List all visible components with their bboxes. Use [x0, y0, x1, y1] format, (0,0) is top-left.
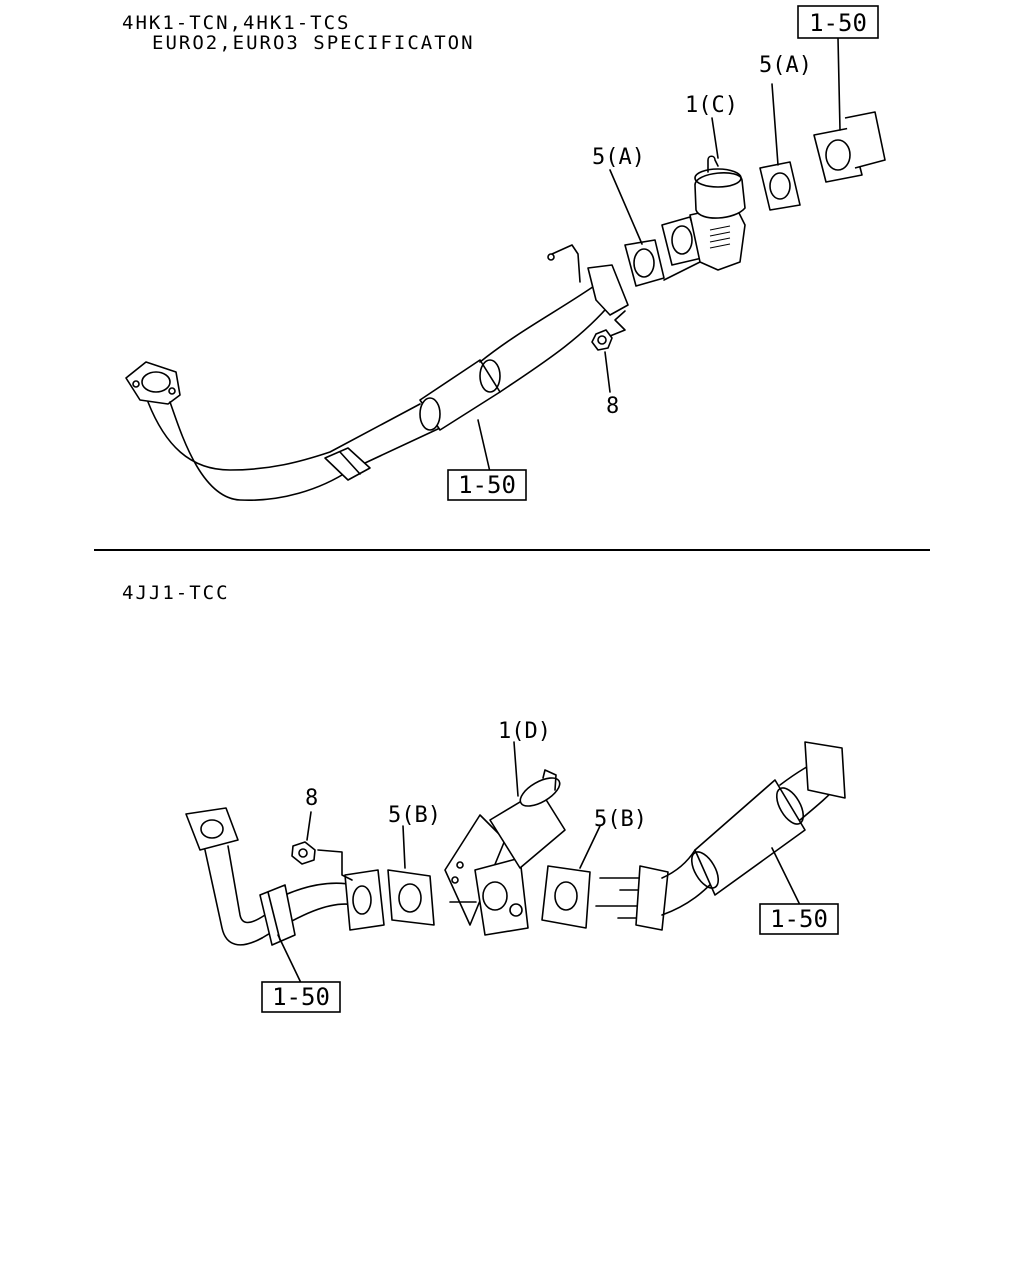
bottom-gasket-left: [387, 869, 435, 926]
pipe-upper-edge: [147, 401, 421, 471]
bottom-ref-right: 1-50: [770, 905, 828, 933]
top-ref-top-right: 1-50: [809, 9, 867, 37]
bottom-ref-box-left: [261, 981, 341, 1013]
pipe-lower-edge: [169, 401, 441, 502]
bottom-gasket-left-label: 5(B): [388, 803, 441, 828]
top-nut: [591, 329, 613, 351]
bottom-ref-left: 1-50: [272, 983, 330, 1011]
bottom-gasket-right: [541, 865, 591, 929]
rear-pipe-inlet-flange: [635, 865, 669, 931]
rear-pipe-outlet-flange: [804, 741, 846, 799]
bottom-nut-label: 8: [305, 786, 318, 811]
top-ref-box-top-right: [797, 5, 879, 39]
pipe-outlet-lower: [499, 301, 613, 393]
top-gasket-left-label: 5(A): [592, 145, 645, 170]
top-valve-label: 1(C): [685, 93, 738, 118]
top-header-line1: 4HK1-TCN,4HK1-TCS: [122, 12, 350, 34]
top-section: 4HK1-TCN,4HK1-TCS EURO2,EURO3 SPECIFICAT…: [122, 5, 886, 502]
bottom-front-pipe: [185, 807, 385, 946]
pipe-bracket: [551, 244, 581, 283]
valve-actuator: [694, 172, 746, 219]
bottom-valve-label: 1(D): [498, 719, 551, 744]
bottom-header: 4JJ1-TCC: [122, 582, 230, 604]
valve-air-fitting: [707, 155, 719, 173]
bottom-gasket-right-label: 5(B): [594, 807, 647, 832]
bottom-inlet-flange: [185, 807, 239, 851]
top-gasket-right: [759, 161, 801, 211]
pipe-clamp: [324, 447, 371, 481]
bottom-rear-pipe: [635, 741, 846, 931]
top-ref-pipe: 1-50: [458, 471, 516, 499]
top-gasket-right-label: 5(A): [759, 53, 812, 78]
bottom-ref-box-right: [759, 903, 839, 935]
valve-air-fitting: [542, 769, 557, 791]
bottom-section: 4JJ1-TCC 1-50 8 5(B): [122, 582, 846, 1013]
top-header-line2: EURO2,EURO3 SPECIFICATON: [152, 32, 475, 54]
pipe-outlet-flange: [587, 264, 629, 316]
pipe-outlet-upper: [479, 281, 601, 363]
pipe-inlet-opening: [141, 371, 171, 393]
top-gasket-left: [624, 239, 665, 287]
bottom-pipe-outlet-flange: [344, 869, 385, 931]
top-ref-box-pipe: [447, 469, 527, 501]
bottom-exhaust-brake-valve: [444, 769, 566, 936]
top-downstream-flange: [813, 111, 886, 183]
bottom-nut: [291, 841, 316, 865]
top-nut-label: 8: [606, 394, 619, 419]
rear-muffler-body: [694, 779, 806, 896]
top-exhaust-brake-valve: [661, 155, 746, 271]
front-exhaust-pipe: [125, 244, 629, 502]
bottom-pipe-clamp: [259, 884, 296, 946]
